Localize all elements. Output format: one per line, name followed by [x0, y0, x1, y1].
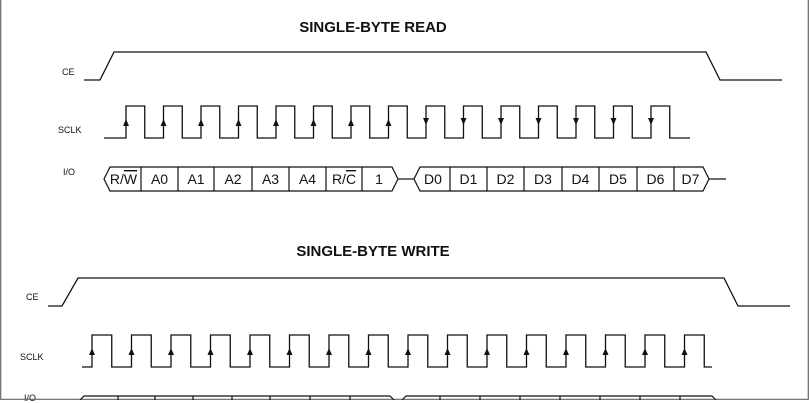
write-sclk-edge-arrow — [89, 348, 95, 355]
write-sclk-edge-arrow — [444, 348, 451, 355]
read-io-label: I/O — [63, 167, 76, 177]
read-ce-waveform — [84, 51, 782, 81]
read-sclk-label: SCLK — [58, 125, 82, 135]
read-sclk-edge-arrow — [573, 118, 579, 125]
read-sclk-edge-arrow — [198, 119, 204, 126]
read-io-cell-label: A3 — [262, 171, 279, 187]
write-ce-label: CE — [26, 292, 39, 302]
write-io-bus-top-b — [401, 395, 717, 400]
write-sclk-edge-arrow — [642, 348, 648, 355]
read-sclk-edge-arrow — [423, 118, 429, 125]
read-io-data-cell-label: D0 — [424, 171, 442, 187]
read-sclk-edge-arrow — [385, 119, 392, 126]
write-io-label: I/O — [24, 393, 37, 403]
write-sclk-edge-arrow — [286, 348, 293, 355]
read-sclk-edge-arrow — [535, 118, 542, 125]
read-io-data-cell-label: D4 — [572, 171, 590, 187]
read-ce-label: CE — [62, 67, 75, 77]
read-sclk-edge-arrow — [498, 118, 504, 125]
write-sclk-edge-arrow — [168, 348, 174, 355]
read-sclk-edge-arrow — [160, 119, 167, 126]
write-sclk-edge-arrow — [563, 348, 569, 355]
write-io-bus-top-a — [79, 395, 395, 400]
read-title: SINGLE-BYTE READ — [299, 19, 447, 36]
write-sclk-edge-arrow — [365, 348, 372, 355]
write-sclk-edge-arrow — [128, 348, 135, 355]
read-sclk-edge-arrow — [235, 119, 242, 126]
write-sclk-edge-arrow — [247, 348, 253, 355]
write-sclk-edge-arrow — [681, 348, 688, 355]
read-sclk-edge-arrow — [348, 119, 354, 126]
write-sclk-edge-arrow — [602, 348, 609, 355]
write-sclk-edge-arrow — [326, 348, 332, 355]
read-io-cell-label: R/W — [110, 171, 138, 187]
read-sclk-edge-arrow — [648, 118, 654, 125]
read-io-data-cell-label: D2 — [497, 171, 515, 187]
read-io-cell-label: A0 — [151, 171, 168, 187]
write-sclk-waveform — [82, 334, 712, 368]
read-io-cell-label: R/C — [332, 171, 356, 187]
read-io-cell-label: A2 — [224, 171, 241, 187]
read-io-cell-label: 1 — [375, 171, 383, 187]
write-title: SINGLE-BYTE WRITE — [296, 243, 450, 260]
read-io-data-cell-label: D7 — [682, 171, 700, 187]
write-sclk-edge-arrow — [484, 348, 490, 355]
read-io-cell-label: A1 — [187, 171, 204, 187]
read-sclk-edge-arrow — [123, 119, 129, 126]
read-sclk-edge-arrow — [310, 119, 317, 126]
read-io-data-cell-label: D3 — [534, 171, 552, 187]
read-sclk-waveform — [104, 105, 690, 139]
read-io-address-bus — [103, 166, 399, 192]
read-io-data-cell-label: D1 — [460, 171, 478, 187]
read-sclk-edge-arrow — [460, 118, 467, 125]
write-sclk-edge-arrow — [405, 348, 411, 355]
write-ce-waveform — [48, 277, 790, 307]
read-io-data-cell-label: D5 — [609, 171, 627, 187]
write-sclk-label: SCLK — [20, 352, 44, 362]
read-io-data-cell-label: D6 — [647, 171, 665, 187]
write-sclk-edge-arrow — [523, 348, 530, 355]
read-sclk-edge-arrow — [610, 118, 617, 125]
read-sclk-edge-arrow — [273, 119, 279, 126]
write-sclk-edge-arrow — [207, 348, 214, 355]
read-io-cell-label: A4 — [299, 171, 316, 187]
